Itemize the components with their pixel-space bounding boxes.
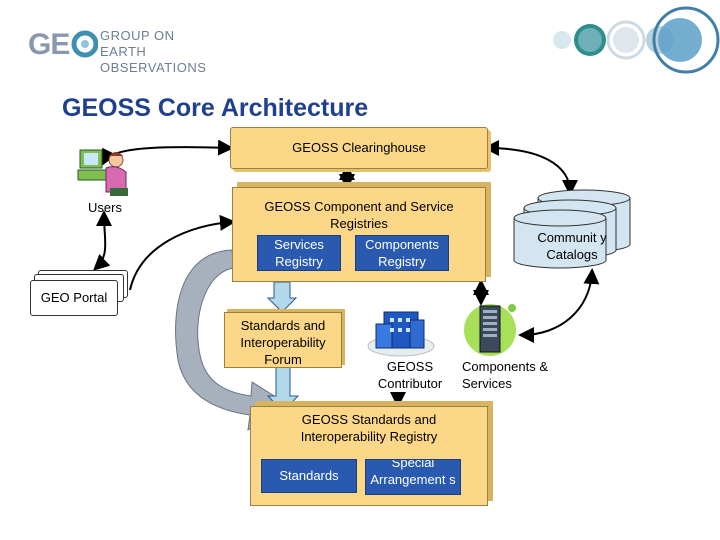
svg-text:GE: GE xyxy=(28,28,69,60)
geo-portal-label: GEO Portal xyxy=(40,290,108,305)
logo-line1: GROUP ON xyxy=(100,28,175,43)
clearinghouse-box: GEOSS Clearinghouse xyxy=(230,127,488,169)
special-arrangements-label: Special Arrangement s xyxy=(370,459,456,487)
clearinghouse-label: GEOSS Clearinghouse xyxy=(292,140,426,155)
community-catalogs-label: Communit y Catalogs xyxy=(537,230,607,262)
components-services-label: Components & Services xyxy=(462,359,548,391)
components-registry-box: Components Registry xyxy=(355,235,449,271)
database-cylinder-icon xyxy=(513,189,631,269)
forum-label: Standards and Interoperability Forum xyxy=(240,318,326,367)
person-at-computer-icon xyxy=(77,149,128,196)
geo-portal: GEO Portal xyxy=(30,270,130,316)
services-registry-label: Services Registry xyxy=(274,237,324,269)
components-registry-label: Components Registry xyxy=(365,237,439,269)
forum-box: Standards and Interoperability Forum xyxy=(224,312,342,368)
building-icon xyxy=(367,311,435,357)
logo-line2: EARTH OBSERVATIONS xyxy=(100,44,207,75)
big-curved-arrow-icon xyxy=(175,249,291,431)
standards-label: Standards xyxy=(279,468,339,483)
arrow-users-portal xyxy=(93,210,113,271)
geo-logo: GE GROUP ON EARTH OBSERVATIONS xyxy=(28,28,238,75)
arrow-clearinghouse-users xyxy=(102,139,234,166)
arrow-clearinghouse-catalogs xyxy=(483,140,578,196)
registries-title: GEOSS Component and Service Registries xyxy=(264,199,454,231)
standards-registry-title: GEOSS Standards and Interoperability Reg… xyxy=(300,412,438,444)
special-arrangements-box: Special Arrangement s xyxy=(365,459,461,495)
block-arrow-registries-forum xyxy=(266,281,298,313)
arrow-portal-registry xyxy=(129,214,236,291)
users-label: Users xyxy=(88,200,122,215)
standards-box: Standards xyxy=(261,459,357,493)
contributor-label: GEOSS Contributor xyxy=(377,359,443,391)
server-icon xyxy=(464,304,516,356)
block-arrow-forum-standards xyxy=(266,365,300,413)
services-registry-box: Services Registry xyxy=(257,235,341,271)
decorative-circles-icon xyxy=(553,6,720,74)
arrow-catalogs-components xyxy=(518,268,600,343)
registries-box: GEOSS Component and Service Registries S… xyxy=(232,187,486,282)
page-title: GEOSS Core Architecture xyxy=(62,94,369,122)
geo-logo-mark-icon: GE xyxy=(28,28,98,60)
standards-registry-box: GEOSS Standards and Interoperability Reg… xyxy=(250,406,488,506)
